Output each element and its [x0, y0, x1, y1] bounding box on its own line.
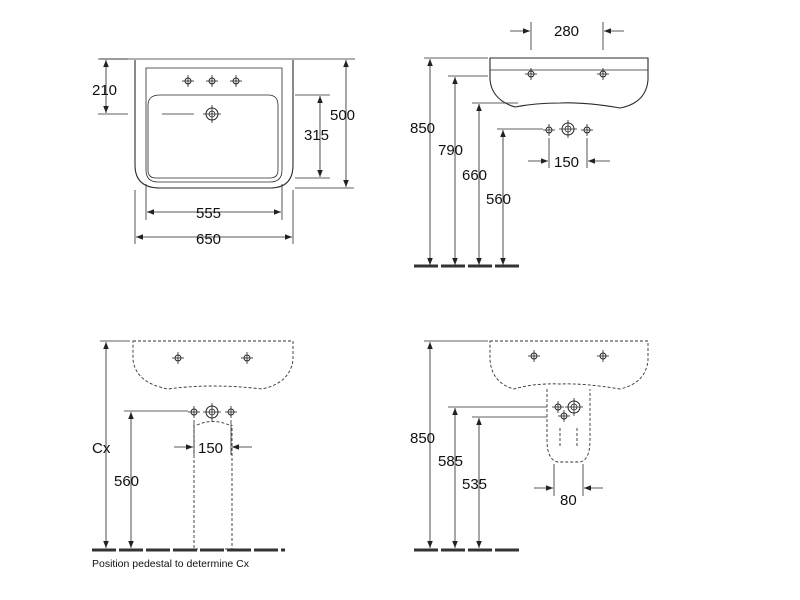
dim-inner-width: 555: [196, 205, 221, 222]
basin-rim-inner: [145, 67, 283, 183]
waste-hole-icon: [551, 400, 565, 414]
dim-fixings: 280: [554, 23, 579, 40]
basin-hidden-outline: [489, 340, 649, 390]
fixing-hole-icon: [240, 351, 254, 365]
basin-outline: [134, 60, 294, 189]
waste-outlet-icon: [202, 402, 222, 422]
dim-cx: Cx: [92, 440, 111, 457]
fixing-hole-icon: [171, 351, 185, 365]
waste-outlet-icon: [202, 104, 222, 124]
dim-semi-top: 585: [438, 453, 463, 470]
front-view-pedestal: 150 Cx 560 Position pedestal to determin…: [92, 340, 294, 570]
basin-side-outline: [489, 57, 649, 109]
dim-semi-width: 80: [560, 492, 577, 509]
dim-waste: 560: [486, 191, 511, 208]
waste-hole-icon: [224, 405, 238, 419]
dim-waste: 535: [462, 476, 487, 493]
dim-height: 850: [410, 120, 435, 137]
basin-bowl: [147, 94, 279, 179]
dim-height: 850: [410, 430, 435, 447]
pedestal-note: Position pedestal to determine Cx: [92, 558, 250, 570]
waste-outlet-icon: [564, 397, 584, 417]
waste-hole-icon: [557, 409, 571, 423]
waste-outlet-icon: [558, 119, 578, 139]
side-view-semi-pedestal: 80 850 585 535: [410, 340, 649, 552]
waste-hole-icon: [187, 405, 201, 419]
dim-waste-spacing: 150: [554, 154, 579, 171]
dim-rim: 790: [438, 142, 463, 159]
semi-pedestal-hidden-outline: [546, 389, 591, 463]
fixing-hole-icon: [527, 349, 541, 363]
dim-waste-spacing: 150: [198, 440, 223, 457]
tap-hole-icon: [205, 74, 219, 88]
tap-hole-icon: [181, 74, 195, 88]
dim-tap-depth: 210: [92, 82, 117, 99]
tap-hole-icon: [229, 74, 243, 88]
waste-hole-icon: [542, 123, 556, 137]
dim-bowl: 660: [462, 167, 487, 184]
side-view-wall-hung: 280 150 850 790 660 560: [410, 22, 649, 268]
waste-hole-icon: [580, 123, 594, 137]
dim-depth: 500: [330, 107, 355, 124]
dim-width: 650: [196, 231, 221, 248]
top-view: 210 315 500 555 650: [92, 58, 355, 248]
fixing-hole-icon: [596, 349, 610, 363]
dim-waste: 560: [114, 473, 139, 490]
dim-inner-depth: 315: [304, 127, 329, 144]
basin-hidden-outline: [132, 340, 294, 390]
